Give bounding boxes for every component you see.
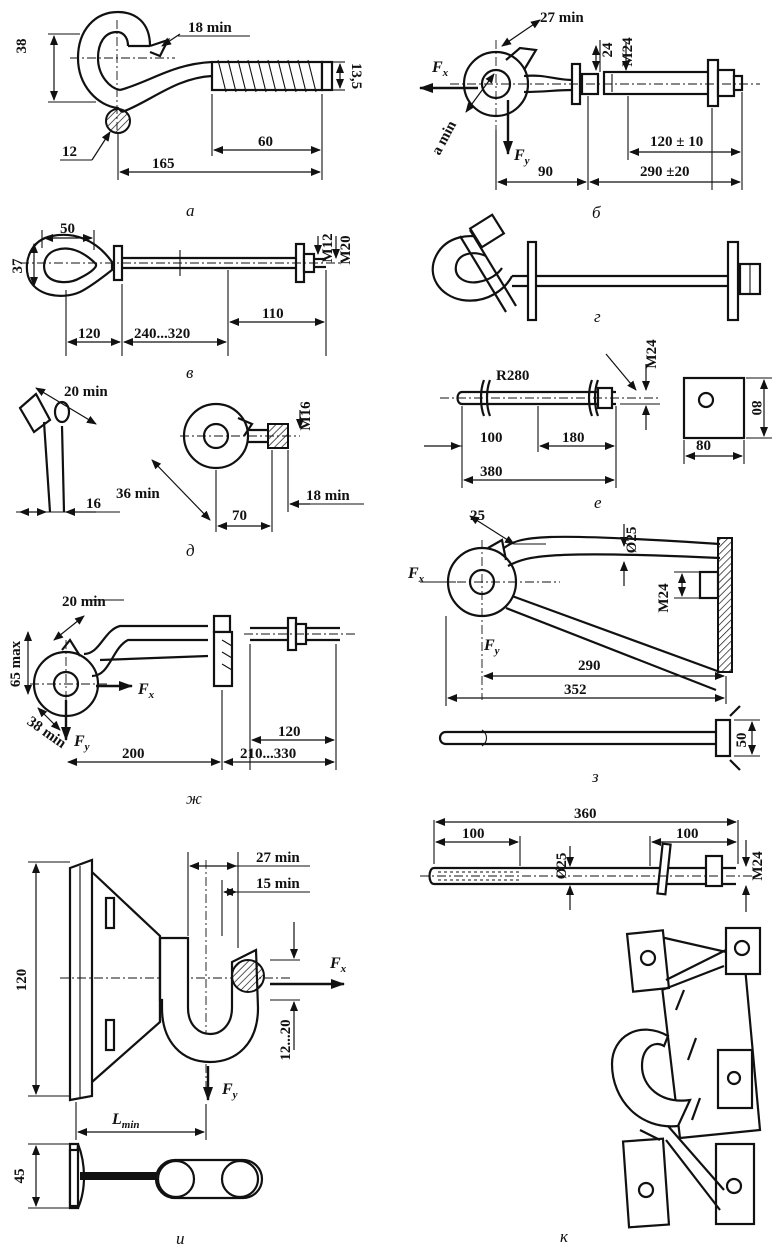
dim-label: a min bbox=[429, 118, 460, 158]
force-label: Fy bbox=[483, 637, 500, 657]
dim-label: R280 bbox=[496, 368, 529, 384]
dim-label: M24 bbox=[620, 37, 636, 67]
dim-label: 45 bbox=[12, 1169, 28, 1184]
figure-caption: д bbox=[186, 541, 195, 560]
dim-label: 50 bbox=[734, 733, 750, 748]
figure-caption: а bbox=[186, 201, 195, 220]
dim-label: 100 bbox=[480, 430, 503, 446]
force-label: Fx bbox=[329, 955, 347, 975]
dim-label: 12...20 bbox=[278, 1019, 294, 1060]
dim-label: 25 bbox=[470, 508, 485, 524]
dim-label: 120 bbox=[14, 969, 30, 992]
figure-d: 16 20 min M16 36 min 70 18 min д bbox=[16, 384, 364, 560]
dim-label: M24 bbox=[656, 583, 672, 613]
dim-label: Lmin bbox=[111, 1111, 140, 1131]
force-label: Fx bbox=[137, 681, 155, 701]
dim-label: 120 ± 10 bbox=[650, 134, 703, 150]
figure-e: R280 M24 100 180 380 80 80 е bbox=[424, 339, 772, 512]
dim-label: 24 bbox=[600, 42, 616, 58]
dim-label: 18 min bbox=[306, 488, 350, 504]
dim-label: 70 bbox=[232, 508, 247, 524]
force-label: Fy bbox=[513, 147, 530, 167]
force-label: Fx bbox=[431, 59, 449, 79]
figure-caption: е bbox=[594, 493, 602, 512]
dim-label: Ø25 bbox=[624, 527, 640, 554]
force-label: Fx bbox=[407, 565, 425, 585]
dim-label: M20 bbox=[338, 235, 354, 264]
dim-label: M12 bbox=[320, 233, 336, 262]
dim-label: 200 bbox=[122, 746, 145, 762]
dim-label: 50 bbox=[60, 221, 75, 237]
dim-label: 27 min bbox=[256, 850, 300, 866]
dim-label: 12 bbox=[62, 144, 77, 160]
figure-v: 50 37 M12 M20 120 240...320 110 в bbox=[10, 221, 354, 382]
figure-k: 360 100 100 Ø25 M24 к bbox=[420, 806, 766, 1246]
dim-label: 100 bbox=[676, 826, 699, 842]
dim-label: 290 bbox=[578, 658, 601, 674]
dim-label: 210...330 bbox=[240, 746, 296, 762]
dim-label: 240...320 bbox=[134, 326, 190, 342]
figure-caption: б bbox=[592, 203, 601, 222]
figure-caption: г bbox=[594, 307, 601, 326]
figure-g: г bbox=[431, 213, 762, 326]
dim-label: 38 bbox=[14, 39, 30, 54]
dim-label: 80 bbox=[748, 401, 764, 416]
figure-caption: в bbox=[186, 363, 194, 382]
dim-label: 360 bbox=[574, 806, 597, 822]
dim-label: 165 bbox=[152, 156, 175, 172]
dim-label: 18 min bbox=[188, 20, 232, 36]
dim-label: 20 min bbox=[64, 384, 108, 400]
dim-label: 90 bbox=[538, 164, 553, 180]
dim-label: 36 min bbox=[116, 486, 160, 502]
dim-label: 380 bbox=[480, 464, 503, 480]
dim-label: 120 bbox=[78, 326, 101, 342]
dim-label: 120 bbox=[278, 724, 301, 740]
figure-a: 38 18 min 13,5 12 165 60 а bbox=[14, 10, 364, 220]
dim-label: M24 bbox=[750, 851, 766, 881]
dim-label: Ø25 bbox=[554, 853, 570, 880]
figure-caption: и bbox=[176, 1229, 185, 1248]
dim-label: 180 bbox=[562, 430, 585, 446]
dim-label: 352 bbox=[564, 682, 587, 698]
dim-label: 13,5 bbox=[348, 63, 364, 89]
dim-label: 37 bbox=[10, 258, 26, 274]
dim-label: M16 bbox=[298, 401, 314, 431]
dim-label: 110 bbox=[262, 306, 284, 322]
figure-caption: ж bbox=[186, 789, 202, 808]
dim-label: 15 min bbox=[256, 876, 300, 892]
dim-label: 290 ±20 bbox=[640, 164, 689, 180]
figure-z: Fx Fy 25 Ø25 M24 290 352 50 з bbox=[407, 508, 760, 786]
dim-label: 27 min bbox=[540, 10, 584, 26]
dim-label: 80 bbox=[696, 438, 711, 454]
figure-i: 27 min 15 min 120 Fx Fy 12...20 Lmin bbox=[12, 850, 347, 1248]
dim-label: 60 bbox=[258, 134, 273, 150]
dim-label: 20 min bbox=[62, 594, 106, 610]
figure-zh: Fx Fy 20 min 65 max 38 min 120 200 210..… bbox=[8, 594, 356, 808]
dim-label: 65 max bbox=[8, 640, 24, 687]
force-label: Fy bbox=[73, 733, 90, 753]
figure-caption: з bbox=[591, 767, 599, 786]
figure-b: Fx Fy 27 min 24 M24 a min 120 ± 10 90 29… bbox=[419, 10, 760, 222]
figure-caption: к bbox=[560, 1227, 569, 1246]
force-label: Fy bbox=[221, 1081, 238, 1101]
dim-label: 38 min bbox=[24, 714, 70, 753]
dim-label: 16 bbox=[86, 496, 102, 512]
dim-label: 100 bbox=[462, 826, 485, 842]
dim-label: M24 bbox=[644, 339, 660, 369]
